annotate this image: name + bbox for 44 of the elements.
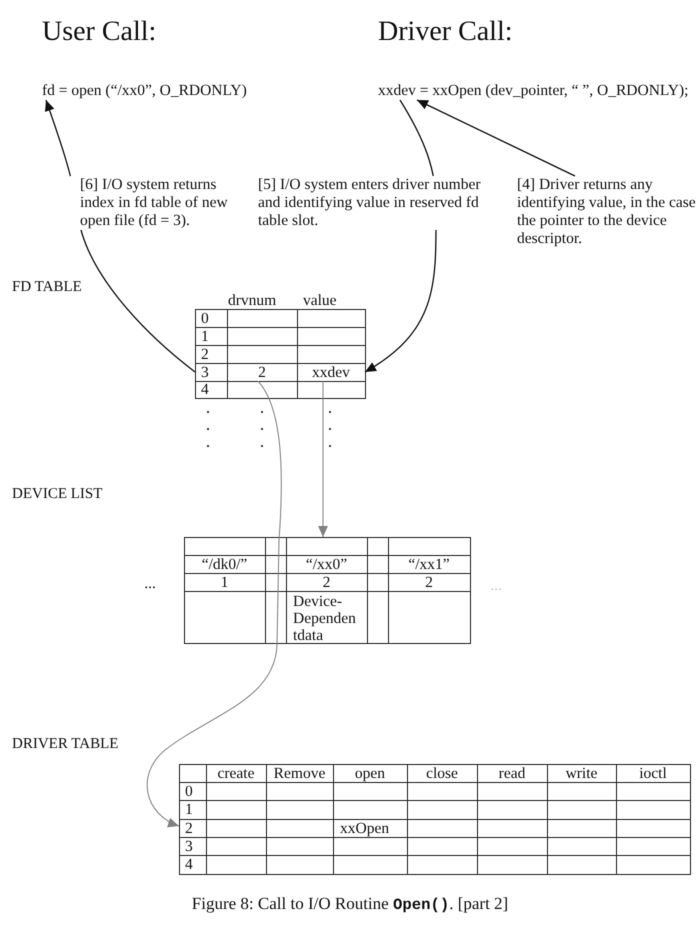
table-title: DEVICE LIST: [12, 486, 102, 502]
column-header: ioctl: [639, 764, 667, 782]
table-title: FD TABLE: [12, 279, 82, 295]
row-number: 0: [201, 310, 209, 326]
row-number: 1: [201, 328, 209, 344]
code-line: xxdev = xxOpen (dev_pointer, “ ”, O_RDONLY);: [378, 82, 688, 100]
driver-number: 2: [258, 364, 266, 380]
column-header: write: [566, 764, 598, 782]
value-text: xxdev: [312, 364, 350, 380]
row-number: 4: [201, 381, 209, 398]
device-name: “/xx0”: [306, 556, 348, 572]
row-number: 2: [201, 346, 209, 362]
edge-label: [6] I/O system returns index in fd table of new open file (fd = 3).: [70, 176, 230, 230]
section-heading: User Call:: [42, 16, 156, 47]
ellipsis: ...: [490, 576, 502, 594]
column-header: close: [426, 764, 458, 782]
device-name: “/xx1”: [408, 556, 450, 572]
function-name: xxOpen: [340, 820, 390, 836]
column-header: Remove: [274, 764, 326, 782]
column-header: value: [303, 292, 337, 309]
table-title: DRIVER TABLE: [12, 736, 118, 752]
row-number: 2: [185, 820, 193, 836]
annotation-text: [4] Driver returns any identifying value, in the case the pointer to the device descriptor.: [517, 176, 699, 248]
section-heading: Driver Call:: [378, 16, 513, 47]
row-number: 4: [185, 856, 193, 873]
row-number: 0: [185, 782, 193, 800]
arrow: [146, 380, 282, 826]
driver-number: 1: [220, 574, 228, 590]
row-number: 1: [185, 801, 193, 818]
row-number: 3: [201, 364, 209, 380]
device-name: “/dk0/”: [202, 556, 248, 572]
driver-number: 2: [425, 574, 433, 590]
column-header: create: [218, 764, 254, 782]
row-number: 3: [185, 838, 193, 854]
device-data: Device- Dependen tdata: [293, 593, 357, 644]
code-line: fd = open (“/xx0”, O_RDONLY): [42, 82, 247, 100]
arrow: [318, 380, 328, 538]
figure-caption: Figure 8: Call to I/O Routine Open(). [part 2]: [192, 894, 508, 913]
driver-number: 2: [322, 574, 330, 590]
column-header: drvnum: [228, 292, 276, 309]
column-header: open: [354, 764, 386, 782]
column-header: read: [498, 764, 526, 782]
ellipsis: ...: [144, 574, 156, 592]
arrow: [416, 99, 576, 177]
